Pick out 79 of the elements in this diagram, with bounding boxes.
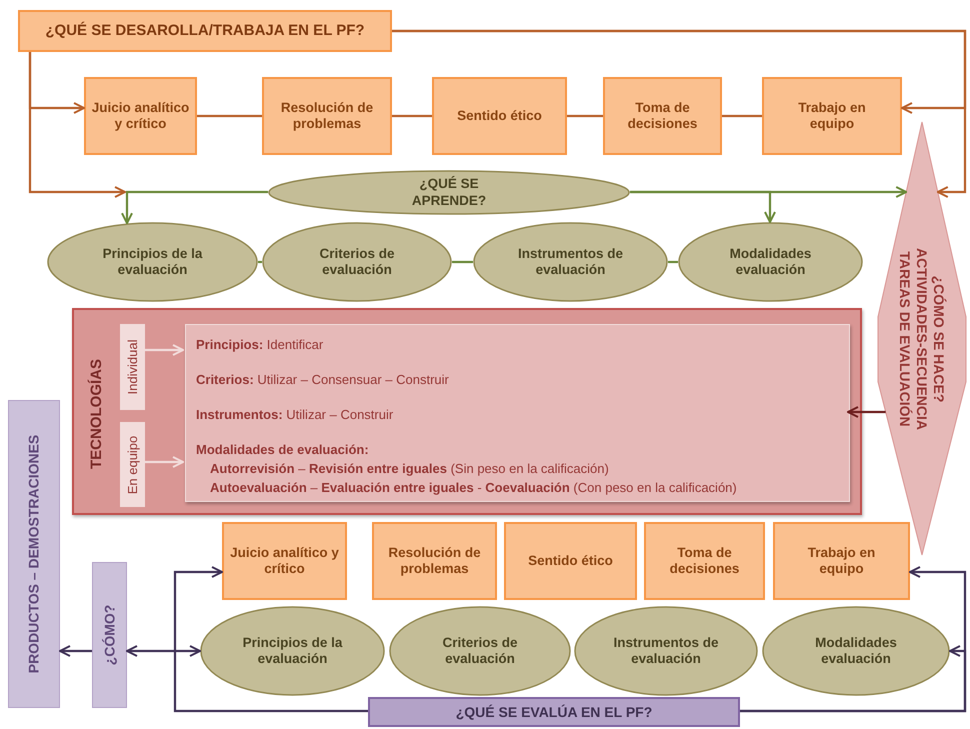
- ellipse-label: Principios de la evaluación: [242, 634, 344, 668]
- rotated-label: En equipo: [124, 435, 140, 494]
- connector-line: [567, 114, 603, 118]
- mode-tag: [120, 324, 145, 410]
- ellipse-label: Modalidades evaluación: [814, 634, 898, 668]
- ellipse-label: Modalidades evaluación: [728, 246, 812, 278]
- box-label: Toma de decisiones: [626, 100, 698, 132]
- skill-box: [84, 77, 197, 155]
- content-line: Instrumentos: Utilizar – Construir: [196, 407, 394, 422]
- arrow: [143, 456, 184, 468]
- topic-ellipse: [47, 222, 258, 302]
- topic-ellipse: [678, 222, 863, 302]
- skill-box: [262, 77, 392, 155]
- arrow: [126, 645, 201, 657]
- skill-box: [773, 522, 910, 600]
- rotated-label: ¿CÓMO SE HACE? ACTIVIDADES-SECUENCIA TAREAS DE EVALUACIÓN: [896, 246, 948, 432]
- box-label: Juicio analítico y crítico: [90, 100, 190, 132]
- skill-box: [432, 77, 567, 155]
- rotated-label: Individual: [124, 340, 140, 394]
- box-label: Trabajo en equipo: [797, 100, 867, 132]
- rotated-label: PRODUCTOS – DEMOSTRACIONES: [26, 434, 42, 674]
- box-label: ¿QUÉ SE DESAROLLA/TRABAJA EN EL PF?: [44, 22, 366, 40]
- ellipse-label: Criterios de evaluación: [441, 634, 519, 668]
- box-label: Toma de decisiones: [668, 544, 740, 578]
- box-label: ¿QUÉ SE EVALÚA EN EL PF?: [454, 704, 654, 720]
- topic-ellipse: [268, 170, 630, 215]
- topic-ellipse: [200, 606, 385, 696]
- box-label: Sentido ético: [527, 552, 614, 570]
- side-bar: [92, 562, 127, 708]
- arrow: [392, 30, 966, 198]
- box-label: Resolución de problemas: [280, 100, 374, 132]
- skill-box: [762, 77, 902, 155]
- rotated-label: TECNOLOGÍAS: [88, 358, 106, 468]
- connector-line: [452, 260, 473, 264]
- ellipse-label: Criterios de evaluación: [318, 246, 396, 278]
- box-label: Juicio analítico y crítico: [229, 544, 340, 578]
- arrow: [174, 566, 368, 712]
- content-line: Autoevaluación – Evaluación entre iguales - Coevaluación (Con peso en la calificación): [210, 480, 737, 495]
- ellipse-label: Instrumentos de evaluación: [612, 634, 720, 668]
- technologies-panel: [72, 308, 862, 515]
- topic-ellipse: [473, 222, 668, 302]
- skill-box: [372, 522, 497, 600]
- activities-hexagon: [878, 122, 966, 555]
- connector-line: [258, 260, 262, 264]
- connector-line: [722, 114, 762, 118]
- question-bar: [368, 697, 740, 727]
- connector-line: [197, 114, 262, 118]
- ellipse-label: Principios de la evaluación: [102, 246, 204, 278]
- arrow: [28, 52, 126, 198]
- box-label: Trabajo en equipo: [806, 544, 876, 578]
- rotated-label: ¿CÓMO?: [101, 604, 118, 666]
- mode-tag: [120, 422, 145, 507]
- skill-box: [644, 522, 765, 600]
- arrow: [59, 645, 92, 657]
- connector-line: [668, 260, 678, 264]
- section-heading: Modalidades de evaluación:: [196, 442, 369, 457]
- heading-box: [18, 10, 392, 52]
- topic-ellipse: [574, 606, 758, 696]
- arrow: [121, 190, 268, 224]
- content-panel: [185, 324, 850, 502]
- content-line: Principios: Identificar: [196, 337, 324, 352]
- topic-ellipse: [262, 222, 452, 302]
- skill-box: [504, 522, 637, 600]
- arrow: [630, 186, 908, 198]
- skill-box: [603, 77, 722, 155]
- side-bar: [8, 400, 60, 708]
- box-label: Sentido ético: [456, 108, 543, 124]
- arrow: [143, 344, 184, 356]
- ellipse-label: ¿QUÉ SE APRENDE?: [410, 176, 488, 209]
- topic-ellipse: [762, 606, 950, 696]
- arrow: [740, 645, 966, 712]
- box-label: Resolución de problemas: [387, 544, 482, 578]
- content-line: Criterios: Utilizar – Consensuar – Construir: [196, 372, 449, 387]
- topic-ellipse: [389, 606, 571, 696]
- arrow: [847, 406, 886, 418]
- skill-box: [222, 522, 347, 600]
- connector-line: [392, 114, 432, 118]
- content-line: Autorrevisión – Revisión entre iguales (Sin peso en la calificación): [210, 461, 609, 476]
- ellipse-label: Instrumentos de evaluación: [516, 246, 624, 278]
